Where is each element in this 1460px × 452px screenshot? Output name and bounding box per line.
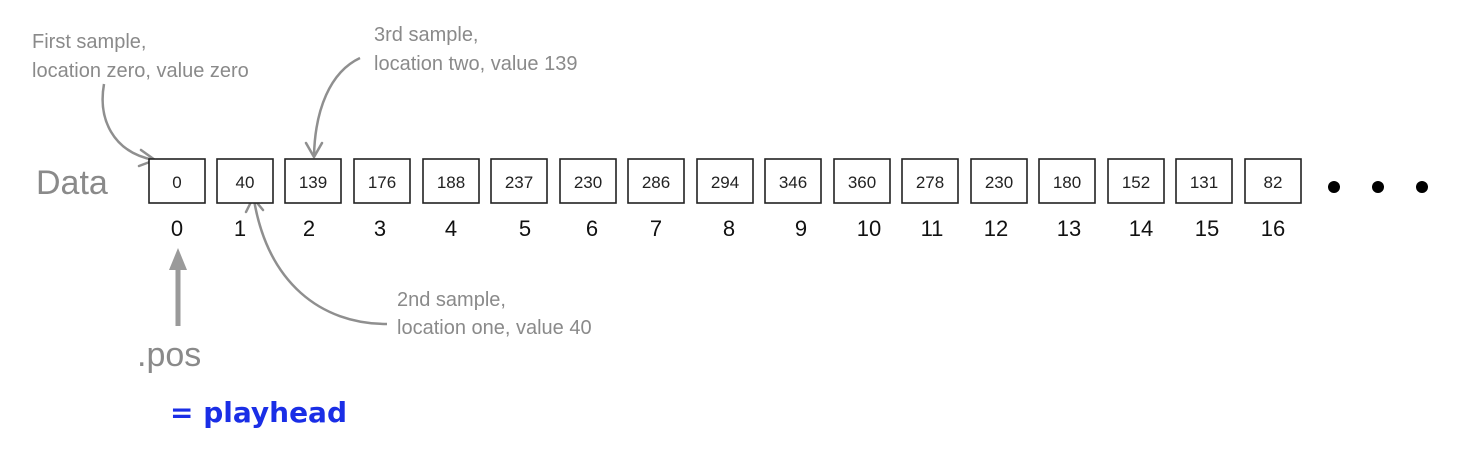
cell-value: 152	[1122, 173, 1150, 192]
playhead-label: = playhead	[170, 396, 347, 429]
index-label: 4	[445, 216, 457, 241]
ellipsis-dot	[1328, 181, 1340, 193]
cell-value: 82	[1264, 173, 1283, 192]
cell-box	[970, 158, 1028, 204]
cell-box	[1038, 158, 1096, 204]
cell-value: 40	[236, 173, 255, 192]
ellipsis-dot	[1416, 181, 1428, 193]
cell-value: 176	[368, 173, 396, 192]
data-cells: 0 40 139 176 188 237 230 286 294 346 360 278 230 180 1…	[148, 158, 1302, 204]
cell-box	[901, 158, 959, 204]
data-cell: 131	[1175, 158, 1233, 204]
cell-value: 286	[642, 173, 670, 192]
cell-box	[1244, 158, 1302, 204]
index-label: 14	[1129, 216, 1153, 241]
data-cell: 176	[353, 158, 411, 204]
second-sample-arrow	[244, 196, 388, 326]
cell-box	[1107, 158, 1165, 204]
ellipsis-dot	[1372, 181, 1384, 193]
second-sample-annotation-line2: location one, value 40	[397, 317, 592, 339]
data-cell: 230	[970, 158, 1028, 204]
index-label: 7	[650, 216, 662, 241]
cell-box	[764, 158, 822, 204]
data-cell: 360	[833, 158, 891, 204]
data-cell: 40	[216, 158, 274, 204]
pos-pointer-arrow	[169, 248, 187, 326]
data-row-label: Data	[36, 164, 108, 202]
cell-box	[216, 158, 274, 204]
cell-box	[833, 158, 891, 204]
cell-box	[422, 158, 480, 204]
data-cell: 0	[148, 158, 206, 204]
third-sample-annotation-line2: location two, value 139	[374, 53, 577, 75]
index-label: 10	[857, 216, 881, 241]
cell-value: 0	[172, 173, 181, 192]
first-sample-arrow	[101, 83, 157, 168]
data-cell: 139	[284, 158, 342, 204]
data-cell: 152	[1107, 158, 1165, 204]
index-label: 8	[723, 216, 735, 241]
index-label: 5	[519, 216, 531, 241]
cell-value: 180	[1053, 173, 1081, 192]
cell-box	[1175, 158, 1233, 204]
index-label: 0	[171, 216, 183, 241]
cell-value: 131	[1190, 173, 1218, 192]
third-sample-arrow	[304, 56, 361, 159]
data-cell: 180	[1038, 158, 1096, 204]
cell-box	[559, 158, 617, 204]
first-sample-annotation-line2: location zero, value zero	[32, 60, 249, 82]
cell-box	[490, 158, 548, 204]
index-label: 1	[234, 216, 246, 241]
cell-box	[353, 158, 411, 204]
cell-box	[284, 158, 342, 204]
cell-value: 230	[574, 173, 602, 192]
pos-label: .pos	[137, 336, 201, 374]
data-cell: 82	[1244, 158, 1302, 204]
cell-box	[696, 158, 754, 204]
cell-value: 294	[711, 173, 739, 192]
index-label: 9	[795, 216, 807, 241]
cell-value: 230	[985, 173, 1013, 192]
data-cell: 188	[422, 158, 480, 204]
ellipsis-dots	[1328, 181, 1428, 193]
index-label: 2	[303, 216, 315, 241]
third-sample-annotation-line1: 3rd sample,	[374, 24, 479, 46]
index-label: 11	[921, 216, 944, 241]
index-label: 16	[1261, 216, 1285, 241]
data-cell: 346	[764, 158, 822, 204]
cell-value: 188	[437, 173, 465, 192]
data-cell: 230	[559, 158, 617, 204]
index-label: 15	[1195, 216, 1219, 241]
index-label: 12	[984, 216, 1008, 241]
cell-box	[627, 158, 685, 204]
cell-box	[148, 158, 206, 204]
index-label: 6	[586, 216, 598, 241]
cell-value: 346	[779, 173, 807, 192]
index-label: 13	[1057, 216, 1081, 241]
data-cell: 237	[490, 158, 548, 204]
data-cell: 286	[627, 158, 685, 204]
cell-value: 360	[848, 173, 876, 192]
second-sample-annotation-line1: 2nd sample,	[397, 289, 506, 311]
cell-value: 139	[299, 173, 327, 192]
data-cell: 278	[901, 158, 959, 204]
first-sample-annotation-line1: First sample,	[32, 31, 146, 53]
data-cell: 294	[696, 158, 754, 204]
cell-value: 237	[505, 173, 533, 192]
index-label: 3	[374, 216, 386, 241]
cell-value: 278	[916, 173, 944, 192]
